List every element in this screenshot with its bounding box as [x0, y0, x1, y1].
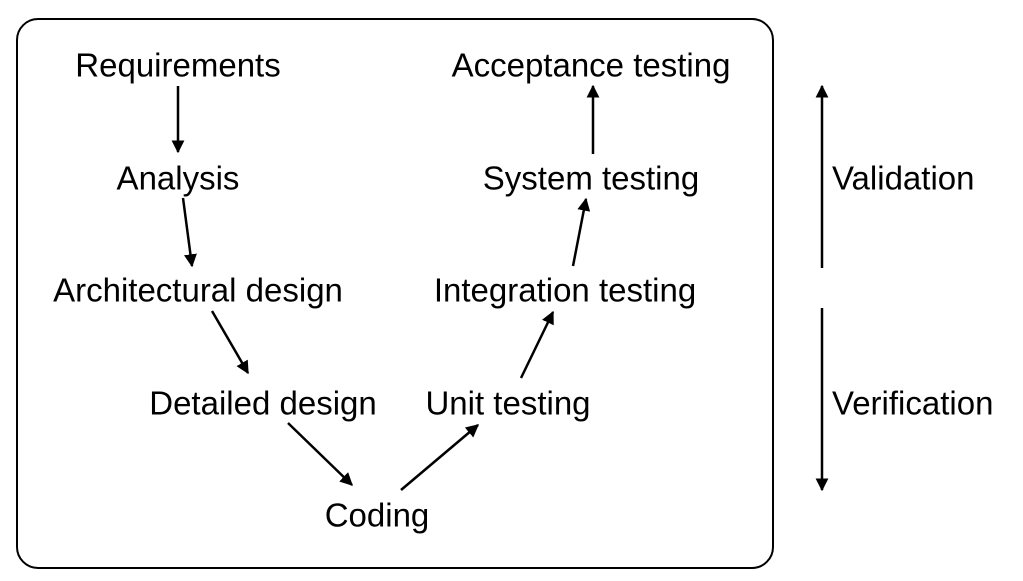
stage-architectural-design: Architectural design: [53, 271, 343, 309]
validation-label: Validation: [832, 159, 975, 197]
arrow-architectural-to-detailed: [210, 310, 250, 375]
arrow-unit-to-integration: [519, 310, 555, 379]
arrow-coding-to-unit: [400, 424, 479, 491]
arrow-integration-to-system: [571, 197, 591, 267]
stage-analysis: Analysis: [116, 159, 240, 197]
stage-requirements: Requirements: [75, 46, 281, 84]
stage-acceptance-testing: Acceptance testing: [451, 46, 731, 84]
arrow-detailed-to-coding: [287, 422, 353, 486]
stage-unit-testing: Unit testing: [425, 384, 591, 422]
stage-system-testing: System testing: [482, 159, 700, 197]
stage-coding: Coding: [324, 496, 430, 534]
stage-integration-testing: Integration testing: [433, 271, 697, 309]
arrow-analysis-to-architectural: [181, 197, 197, 268]
verification-label: Verification: [832, 384, 994, 422]
stage-detailed-design: Detailed design: [149, 384, 377, 422]
diagram-frame: [16, 18, 774, 569]
